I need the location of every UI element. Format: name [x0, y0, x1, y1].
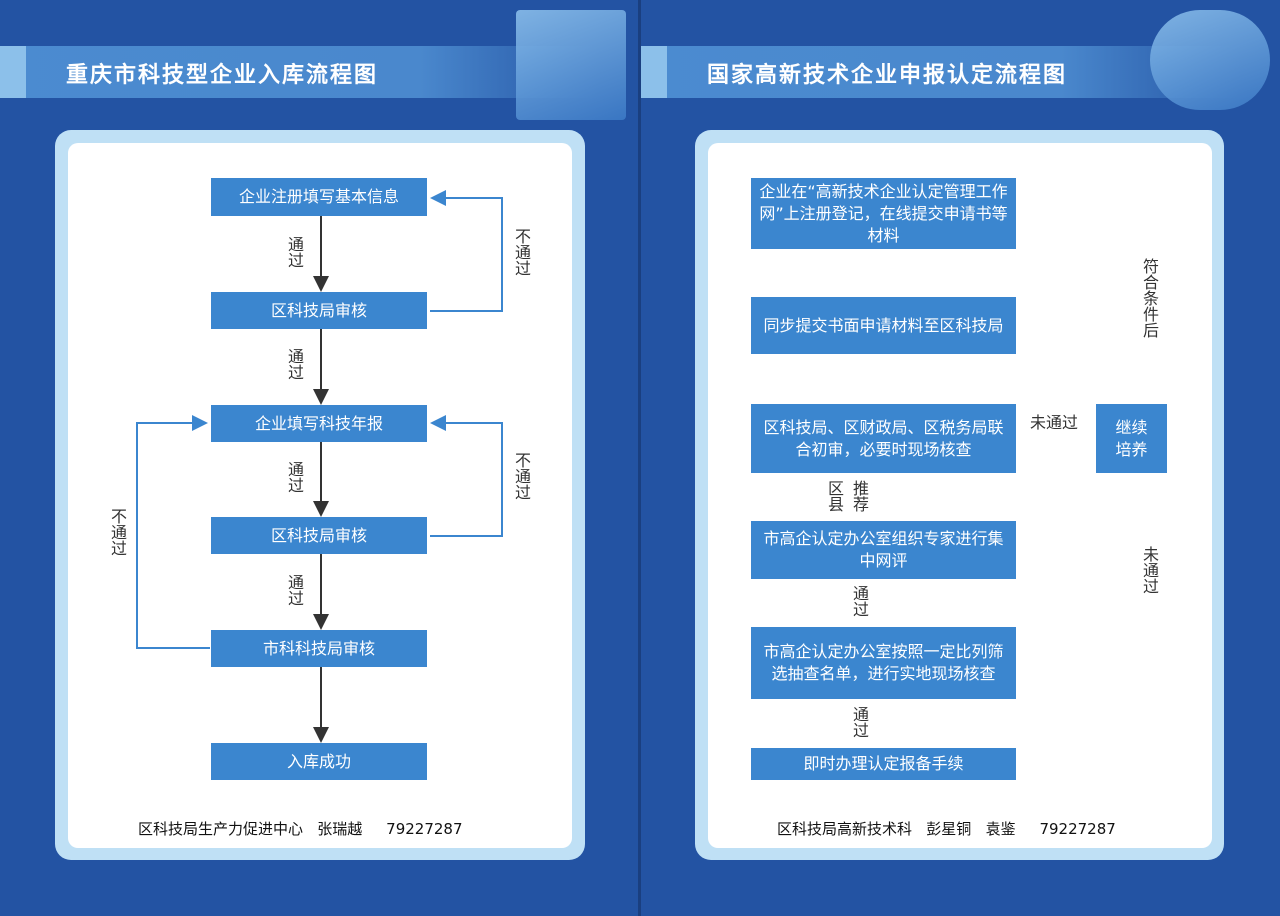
right-footer-contact: 区科技局高新技术科 彭星铜 袁鉴 79227287 — [777, 820, 1116, 838]
left-title: 重庆市科技型企业入库流程图 — [66, 63, 379, 88]
right-step-3: 区科技局、区财政局、区税务局联合初审，必要时现场核查 — [751, 404, 1016, 473]
left-step-5: 市科科技局审核 — [211, 630, 427, 667]
right-step-1: 企业在“高新技术企业认定管理工作网”上注册登记，在线提交申请书等材料 — [751, 178, 1016, 249]
right-step-6: 即时办理认定报备手续 — [751, 748, 1016, 780]
left-illustration — [516, 10, 626, 120]
pass-label: 通过 — [850, 585, 869, 617]
left-step-6: 入库成功 — [211, 743, 427, 780]
left-step-1: 企业注册填写基本信息 — [211, 178, 427, 216]
right-step-5: 市高企认定办公室按照一定比列筛选抽查名单，进行实地现场核查 — [751, 627, 1016, 699]
fail-label: 不通过 — [108, 508, 127, 556]
right-card-inner — [708, 143, 1212, 848]
qualified-label: 符合条件后 — [1140, 258, 1159, 338]
pass-label: 通过 — [285, 461, 304, 493]
continue-cultivate-box: 继续培养 — [1096, 404, 1167, 473]
right-step-4: 市高企认定办公室组织专家进行集中网评 — [751, 521, 1016, 579]
left-step-2: 区科技局审核 — [211, 292, 427, 329]
pass-label: 通过 — [285, 236, 304, 268]
not-pass-label: 未通过 — [1140, 546, 1159, 594]
fail-label: 不通过 — [512, 452, 531, 500]
left-step-3: 企业填写科技年报 — [211, 405, 427, 442]
left-title-band: 重庆市科技型企业入库流程图 — [0, 46, 600, 98]
pass-label: 通过 — [285, 574, 304, 606]
district-label: 区县 — [825, 480, 844, 512]
right-title-band: 国家高新技术企业申报认定流程图 — [641, 46, 1241, 98]
right-illustration — [1150, 10, 1270, 110]
pass-label: 通过 — [850, 706, 869, 738]
not-pass-label: 未通过 — [1030, 413, 1079, 432]
recommend-label: 推荐 — [850, 480, 869, 512]
page-divider — [638, 0, 641, 916]
right-title: 国家高新技术企业申报认定流程图 — [707, 63, 1068, 88]
pass-label: 通过 — [285, 348, 304, 380]
fail-label: 不通过 — [512, 228, 531, 276]
right-step-2: 同步提交书面申请材料至区科技局 — [751, 297, 1016, 354]
left-step-4: 区科技局审核 — [211, 517, 427, 554]
left-footer-contact: 区科技局生产力促进中心 张瑞越 79227287 — [138, 820, 463, 838]
